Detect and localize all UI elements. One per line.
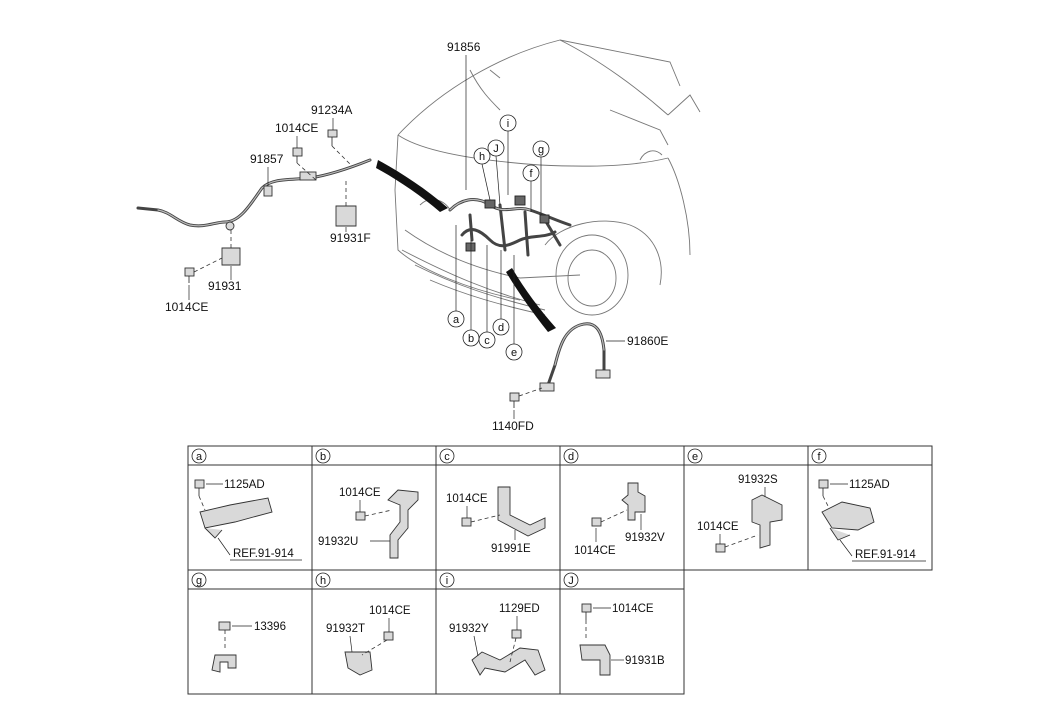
- svg-text:g: g: [196, 575, 202, 587]
- cell-b-label-2: 91932U: [318, 536, 358, 548]
- bolt-1014CE-top: [292, 147, 317, 181]
- callout-1014CE-top: 1014CE: [275, 121, 318, 135]
- letter-i-marker: i: [499, 114, 517, 195]
- callout-91860E: 91860E: [627, 334, 668, 348]
- letter-g-marker: g: [532, 140, 550, 215]
- svg-text:i: i: [446, 575, 448, 587]
- cell-h-letter: h: [315, 572, 331, 588]
- cell-g-letter: g: [191, 572, 207, 588]
- svg-text:d: d: [568, 451, 574, 463]
- svg-text:e: e: [511, 347, 517, 359]
- cell-a-label-2: REF.91-914: [233, 548, 294, 560]
- cell-f-label-2: REF.91-914: [855, 549, 916, 561]
- location-letters: i h J g f a b: [447, 114, 550, 361]
- letter-f-marker: f: [522, 164, 540, 212]
- cell-J-letter: J: [563, 572, 579, 588]
- cell-c-letter: c: [439, 448, 455, 464]
- cell-h-detail: 1014CE 91932T: [326, 605, 411, 676]
- letter-e-marker: e: [505, 255, 523, 361]
- cell-d-detail: 1014CE 91932V: [574, 482, 665, 557]
- cell-e-detail: 91932S 1014CE: [697, 474, 783, 553]
- callout-91931F: 91931F: [330, 231, 371, 245]
- cell-e-letter: e: [687, 448, 703, 464]
- cell-c-label-2: 91991E: [491, 543, 531, 555]
- letter-h-marker: h: [473, 147, 491, 201]
- letter-J-marker: J: [487, 139, 505, 206]
- cell-h-label-2: 91932T: [326, 623, 365, 635]
- cell-c-detail: 1014CE 91991E: [446, 486, 546, 555]
- harness-91857: [136, 158, 372, 231]
- callout-labels: 91856 91234A 1014CE 91857 91931F 91931 1…: [165, 40, 668, 433]
- callout-1014CE-bottom: 1014CE: [165, 300, 208, 314]
- cell-b-detail: 1014CE 91932U: [318, 487, 419, 559]
- letter-a-marker: a: [447, 225, 465, 328]
- cell-a-label-1: 1125AD: [224, 479, 265, 491]
- cell-J-label-1: 1014CE: [612, 603, 654, 615]
- cell-h-label-1: 1014CE: [369, 605, 411, 617]
- svg-text:f: f: [817, 451, 821, 463]
- cell-g-label-1: 13396: [254, 621, 286, 633]
- svg-text:c: c: [484, 335, 490, 347]
- svg-text:e: e: [692, 451, 698, 463]
- cell-i-label-1: 1129ED: [499, 603, 540, 615]
- cell-J-detail: 1014CE 91931B: [579, 603, 665, 676]
- callout-91234A: 91234A: [311, 103, 352, 117]
- cell-f-letter: f: [811, 448, 827, 464]
- cell-i-label-2: 91932Y: [449, 623, 489, 635]
- cable-91860E: [539, 322, 611, 392]
- callout-91857: 91857: [250, 152, 284, 166]
- bracket-91931: [221, 230, 241, 266]
- cell-letter-headers: a b c d e f g h i J: [191, 448, 827, 588]
- cell-b-label-1: 1014CE: [339, 487, 381, 499]
- cell-d-label-1: 1014CE: [574, 545, 616, 557]
- cell-a-detail: 1125AD REF.91-914: [194, 479, 302, 561]
- svg-text:f: f: [529, 168, 533, 180]
- cell-a-letter: a: [191, 448, 207, 464]
- engine-bay-harness: [448, 195, 572, 257]
- svg-text:J: J: [568, 575, 574, 587]
- detail-table-grid: [187, 445, 933, 695]
- callout-1140FD: 1140FD: [492, 419, 534, 433]
- letter-c-marker: c: [478, 245, 496, 349]
- callout-91856: 91856: [447, 40, 481, 54]
- cell-e-label-1: 91932S: [738, 474, 778, 486]
- vehicle-body-outline: [394, 39, 701, 316]
- svg-text:i: i: [507, 118, 509, 130]
- pointer-arrow-right: [506, 268, 556, 332]
- letter-b-marker: b: [462, 240, 480, 347]
- cell-g-detail: 13396: [211, 621, 286, 673]
- cell-f-detail: 1125AD REF.91-914: [818, 479, 926, 562]
- cell-c-label-1: 1014CE: [446, 493, 488, 505]
- bracket-91931F: [335, 180, 357, 227]
- svg-text:a: a: [453, 314, 460, 326]
- callout-91931: 91931: [208, 279, 242, 293]
- svg-text:g: g: [538, 144, 544, 156]
- cell-i-detail: 1129ED 91932Y: [449, 603, 546, 676]
- pointer-arrow-left: [376, 160, 448, 212]
- cell-b-letter: b: [315, 448, 331, 464]
- svg-text:a: a: [196, 451, 203, 463]
- bolt-1140FD: [509, 387, 543, 408]
- bolt-1014CE-bottom: [184, 257, 223, 283]
- cell-d-label-2: 91932V: [625, 532, 665, 544]
- svg-text:c: c: [444, 451, 450, 463]
- cell-i-letter: i: [439, 572, 455, 588]
- bolt-91234A: [327, 129, 353, 167]
- cell-d-letter: d: [563, 448, 579, 464]
- cell-e-label-2: 1014CE: [697, 521, 739, 533]
- svg-text:J: J: [493, 143, 499, 155]
- svg-text:b: b: [320, 451, 326, 463]
- svg-text:b: b: [468, 333, 474, 345]
- cell-f-label-1: 1125AD: [849, 479, 890, 491]
- svg-text:h: h: [320, 575, 326, 587]
- svg-text:h: h: [479, 151, 485, 163]
- svg-text:d: d: [498, 322, 504, 334]
- cell-J-label-2: 91931B: [625, 655, 665, 667]
- letter-d-marker: d: [492, 250, 510, 336]
